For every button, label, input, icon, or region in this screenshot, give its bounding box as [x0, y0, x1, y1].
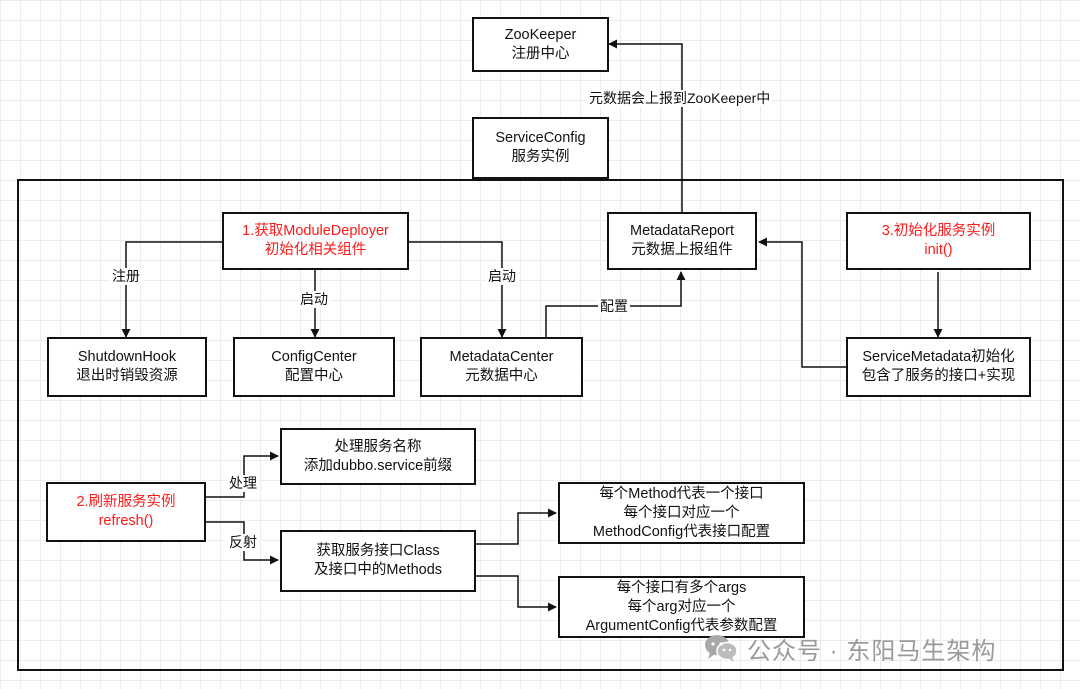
node-shutdown-hook: ShutdownHook 退出时销毁资源: [47, 337, 207, 397]
node-method-config-line3: MethodConfig代表接口配置: [592, 523, 771, 540]
edge-label-process: 处理: [227, 475, 259, 492]
edge-label-report-to-zk: 元数据会上报到ZooKeeper中: [587, 90, 773, 107]
node-config-center-subtitle: 配置中心: [285, 368, 343, 384]
node-method-config: 每个Method代表一个接口 每个接口对应一个 MethodConfig代表接口…: [558, 482, 805, 544]
edge-label-register: 注册: [110, 268, 142, 285]
node-init-service: 3.初始化服务实例 init(): [846, 212, 1031, 270]
node-config-center-title: ConfigCenter: [271, 349, 357, 365]
node-metadata-center-subtitle: 元数据中心: [465, 368, 538, 384]
node-service-config: ServiceConfig 服务实例: [472, 117, 609, 179]
node-metadata-center: MetadataCenter 元数据中心: [420, 337, 583, 397]
node-argument-config: 每个接口有多个args 每个arg对应一个 ArgumentConfig代表参数…: [558, 576, 805, 638]
node-shutdown-hook-title: ShutdownHook: [77, 349, 177, 365]
node-module-deployer-subtitle: 初始化相关组件: [264, 242, 367, 258]
node-method-config-line2: 每个接口对应一个: [623, 504, 740, 521]
node-init-service-title: 3.初始化服务实例: [881, 223, 996, 239]
node-module-deployer: 1.获取ModuleDeployer 初始化相关组件: [222, 212, 409, 270]
node-service-config-title: ServiceConfig: [495, 130, 586, 146]
node-metadata-report: MetadataReport 元数据上报组件: [607, 212, 757, 270]
node-zookeeper-title: ZooKeeper: [504, 26, 577, 43]
node-argument-config-line2: 每个arg对应一个: [627, 598, 736, 615]
edge-label-start-config: 启动: [298, 291, 330, 308]
node-shutdown-hook-subtitle: 退出时销毁资源: [76, 368, 178, 384]
node-refresh-title: 2.刷新服务实例: [76, 494, 176, 510]
node-metadata-report-title: MetadataReport: [630, 223, 734, 239]
node-handle-name: 处理服务名称 添加dubbo.service前缀: [280, 428, 476, 485]
node-init-service-subtitle: init(): [924, 242, 953, 258]
node-service-metadata-subtitle: 包含了服务的接口+实现: [861, 368, 1016, 384]
wechat-icon: [705, 635, 738, 662]
node-zookeeper-subtitle: 注册中心: [511, 45, 570, 62]
node-argument-config-line3: ArgumentConfig代表参数配置: [585, 617, 778, 634]
node-module-deployer-title: 1.获取ModuleDeployer: [242, 223, 389, 239]
node-zookeeper: ZooKeeper 注册中心: [472, 17, 609, 72]
node-handle-name-subtitle: 添加dubbo.service前缀: [303, 457, 453, 474]
node-get-class: 获取服务接口Class 及接口中的Methods: [280, 530, 476, 592]
outer-container: [17, 179, 1064, 671]
node-config-center: ConfigCenter 配置中心: [233, 337, 395, 397]
node-service-metadata: ServiceMetadata初始化 包含了服务的接口+实现: [846, 337, 1031, 397]
edge-label-reflect: 反射: [227, 534, 259, 551]
node-method-config-line1: 每个Method代表一个接口: [599, 485, 764, 502]
watermark: 公众号 · 东阳马生架构: [703, 628, 996, 668]
node-service-config-subtitle: 服务实例: [511, 149, 570, 165]
node-refresh-subtitle: refresh(): [98, 513, 154, 529]
node-handle-name-title: 处理服务名称: [334, 438, 422, 455]
edge-label-configure: 配置: [598, 298, 630, 315]
node-get-class-title: 获取服务接口Class: [316, 543, 440, 559]
node-metadata-center-title: MetadataCenter: [449, 349, 554, 365]
edge-label-start-metadata: 启动: [486, 268, 518, 285]
node-metadata-report-subtitle: 元数据上报组件: [631, 242, 733, 258]
node-service-metadata-title: ServiceMetadata初始化: [862, 349, 1015, 365]
node-refresh: 2.刷新服务实例 refresh(): [46, 482, 206, 542]
watermark-text: 公众号 · 东阳马生架构: [747, 637, 997, 665]
node-get-class-subtitle: 及接口中的Methods: [313, 562, 443, 578]
node-argument-config-line1: 每个接口有多个args: [616, 579, 747, 596]
